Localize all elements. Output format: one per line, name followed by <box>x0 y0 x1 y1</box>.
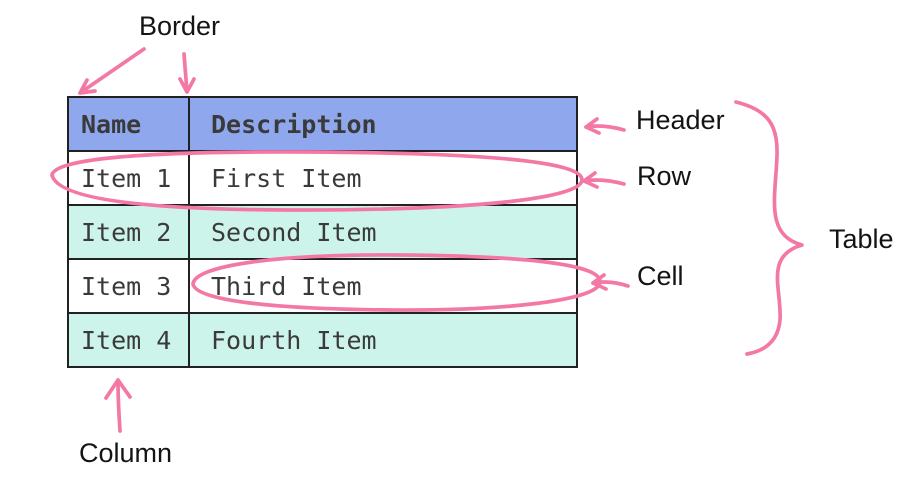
label-cell: Cell <box>637 261 684 291</box>
table-cell: Item 3 <box>67 258 190 314</box>
header-arrow-icon <box>584 117 626 135</box>
row-arrow-icon <box>582 171 626 189</box>
table-cell: Second Item <box>188 204 578 260</box>
label-row: Row <box>637 161 692 191</box>
table-row: Item 1 First Item <box>67 150 578 206</box>
table-cell: Third Item <box>188 258 578 314</box>
label-column: Column <box>79 438 173 468</box>
border-arrow-down-icon <box>178 52 196 94</box>
table-cell: Item 4 <box>67 312 190 368</box>
border-arrow-left-icon <box>78 47 146 95</box>
table-brace <box>734 100 804 356</box>
table-cell: Item 2 <box>67 204 190 260</box>
table-row: Item 3 Third Item <box>67 258 578 314</box>
cell-arrow-icon <box>591 273 630 291</box>
column-arrow-icon <box>104 378 132 433</box>
header-cell-description: Description <box>188 96 578 152</box>
label-border: Border <box>139 11 221 41</box>
label-table: Table <box>829 224 894 254</box>
header-row: Name Description <box>67 96 578 152</box>
table-cell: First Item <box>188 150 578 206</box>
table-row: Item 2 Second Item <box>67 204 578 260</box>
label-header: Header <box>636 105 725 135</box>
table-cell: Fourth Item <box>188 312 578 368</box>
table-row: Item 4 Fourth Item <box>67 312 578 368</box>
demo-table: Name Description Item 1 First Item Item … <box>67 96 578 368</box>
header-cell-name: Name <box>67 96 190 152</box>
table-cell: Item 1 <box>67 150 190 206</box>
